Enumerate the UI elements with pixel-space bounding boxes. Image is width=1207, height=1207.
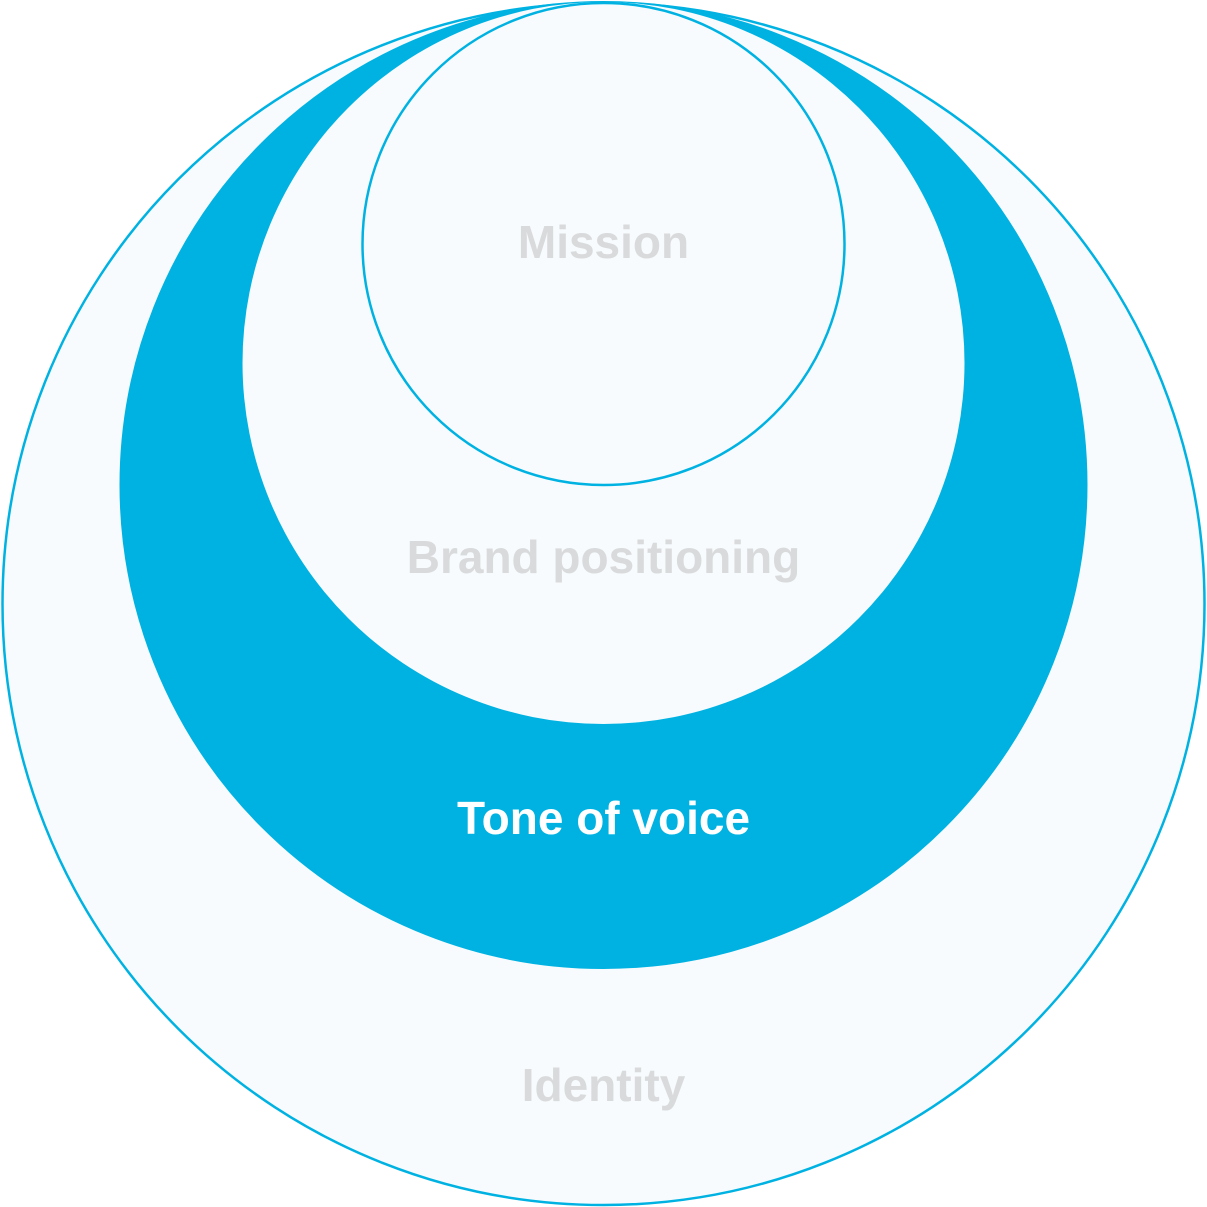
tone-of-voice-label: Tone of voice [457,792,750,844]
mission-circle [361,1,846,487]
mission-label: Mission [518,216,689,268]
brand-positioning-label: Brand positioning [407,531,801,583]
identity-label: Identity [522,1059,686,1111]
